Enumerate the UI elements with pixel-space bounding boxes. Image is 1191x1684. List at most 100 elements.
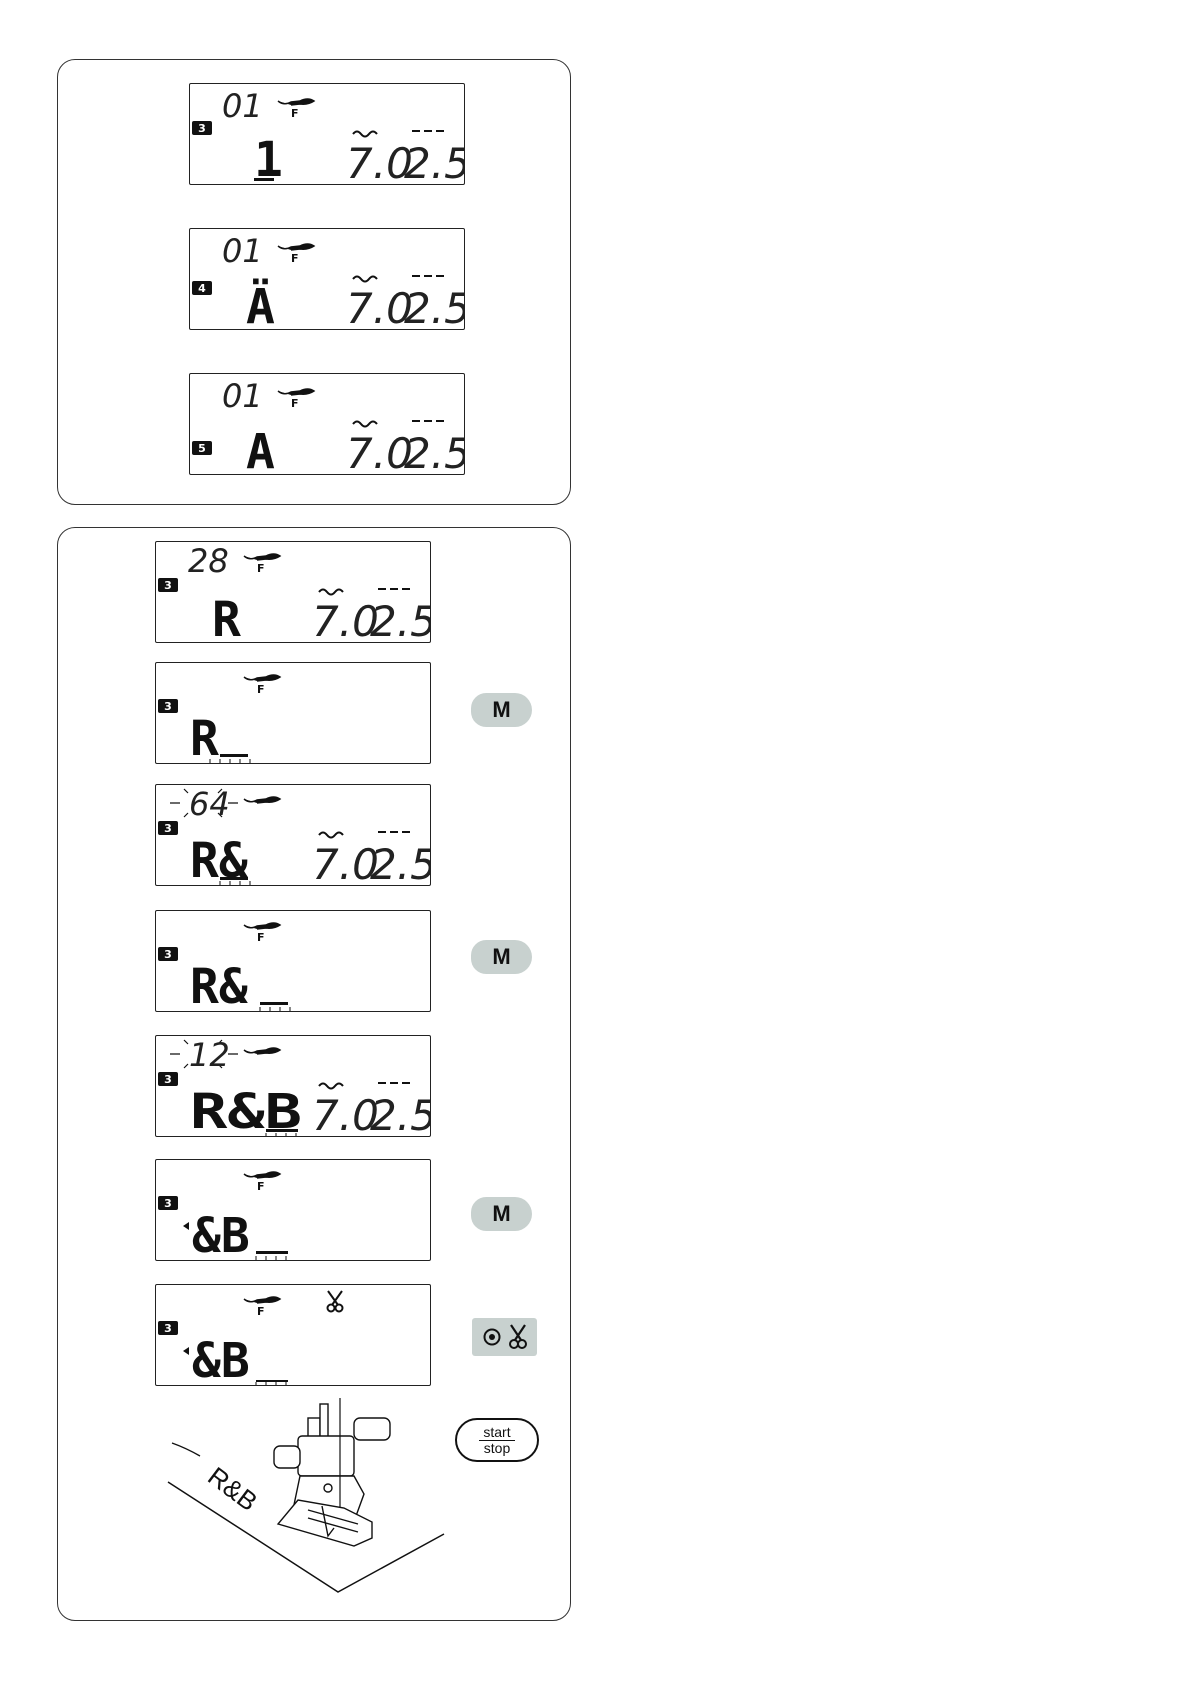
memory-button[interactable]: M — [471, 1197, 532, 1231]
stitch-width-value: 7.0 — [312, 840, 379, 886]
svg-text:F: F — [257, 1305, 265, 1318]
step-badge-icon: 3 — [158, 1196, 178, 1210]
text-display: R — [212, 592, 241, 643]
stitch-width-value: 7.0 — [346, 139, 413, 185]
svg-text:F: F — [291, 252, 299, 265]
svg-text:F: F — [257, 562, 265, 575]
lcd-graphics: F 3 &B — [156, 1285, 431, 1386]
lcd-graphics: F 3 &B — [156, 1160, 431, 1261]
lcd-screen: 01 F 3 1 7.0 2.5 — [189, 83, 465, 185]
step-badge-icon: 3 — [158, 1321, 178, 1335]
presser-foot-icon: F — [244, 675, 280, 696]
stitch-width-icon — [319, 1084, 343, 1089]
start-stop-button[interactable]: start stop — [455, 1418, 539, 1462]
lcd-screen: 01 F 5 A 7.0 2.5 — [189, 373, 465, 475]
cursor-underline — [256, 1380, 288, 1386]
stitch-length-value: 2.5 — [370, 840, 431, 886]
lcd-screen: F 3 R& — [155, 910, 431, 1012]
svg-text:3: 3 — [164, 1073, 172, 1086]
text-display: R& — [190, 959, 248, 1012]
scissors-icon — [328, 1291, 343, 1312]
presser-foot-icon: F — [244, 1172, 280, 1193]
presser-foot-icon: F — [278, 389, 314, 410]
stitch-width-icon — [353, 277, 377, 282]
cursor-underline — [254, 178, 274, 181]
presser-foot-icon: F — [278, 244, 314, 265]
lcd-graphics: 01 F 5 A 7.0 2.5 — [190, 374, 465, 475]
top-panel: 01 F 3 1 7.0 2.5 01 F — [57, 59, 571, 505]
lock-indicator-icon — [482, 1327, 502, 1347]
pattern-number: 12 — [189, 1036, 230, 1074]
lcd-screen: 64 3 R& 7.0 2.5 — [155, 784, 431, 886]
character-display: 1 — [254, 132, 283, 185]
lcd-screen: F 3 R — [155, 662, 431, 764]
step-badge-icon: 3 — [158, 1072, 178, 1086]
svg-text:F: F — [257, 683, 265, 696]
svg-text:3: 3 — [164, 822, 172, 835]
svg-text:3: 3 — [164, 700, 172, 713]
svg-text:3: 3 — [164, 579, 172, 592]
cursor-underline — [256, 1251, 288, 1261]
lcd-screen: F 3 &B — [155, 1284, 431, 1386]
svg-text:3: 3 — [164, 1197, 172, 1210]
auto-thread-cutter-button[interactable] — [472, 1318, 537, 1356]
lcd-graphics: 01 F 3 1 7.0 2.5 — [190, 84, 465, 185]
stitch-width-icon — [319, 590, 343, 595]
svg-text:F: F — [257, 1180, 265, 1193]
lcd-graphics: 01 F 4 Ä 7.0 2.5 — [190, 229, 465, 330]
stitch-width-value: 7.0 — [312, 1091, 379, 1137]
scissors-icon — [508, 1324, 528, 1350]
lcd-screen: 12 3 R&B 7.0 2.5 — [155, 1035, 431, 1137]
memory-button[interactable]: M — [471, 693, 532, 727]
stop-label: stop — [484, 1441, 510, 1456]
svg-text:F: F — [257, 931, 265, 944]
text-display: &B — [192, 1208, 250, 1261]
svg-text:4: 4 — [198, 282, 206, 295]
memory-button[interactable]: M — [471, 940, 532, 974]
pattern-number: 28 — [188, 542, 229, 580]
stitch-width-value: 7.0 — [346, 429, 413, 475]
pattern-number: 01 — [222, 377, 263, 415]
scroll-left-arrow-icon — [183, 1222, 189, 1230]
step-badge-icon: 4 — [192, 281, 212, 295]
step-badge-icon: 5 — [192, 441, 212, 455]
stitch-length-value: 2.5 — [404, 284, 465, 330]
svg-text:3: 3 — [198, 122, 206, 135]
stitch-width-icon — [353, 422, 377, 427]
lcd-graphics: F 3 R& — [156, 911, 431, 1012]
svg-text:5: 5 — [198, 442, 206, 455]
text-display: &B — [192, 1333, 250, 1386]
step-badge-icon: 3 — [192, 121, 212, 135]
stitch-width-icon — [319, 833, 343, 838]
character-display: A — [246, 424, 275, 475]
pattern-number: 64 — [189, 785, 230, 823]
svg-text:F: F — [291, 397, 299, 410]
lcd-screen: F 3 &B — [155, 1159, 431, 1261]
bottom-panel: 28 F 3 R 7.0 2.5 F 3 — [57, 527, 571, 1621]
stitch-width-value: 7.0 — [312, 597, 379, 643]
presser-foot-icon: F — [244, 923, 280, 944]
presser-foot-icon: F — [244, 1297, 280, 1318]
step-badge-icon: 3 — [158, 821, 178, 835]
presser-foot-icon — [274, 1398, 390, 1546]
svg-text:3: 3 — [164, 1322, 172, 1335]
pattern-number: 01 — [222, 232, 263, 270]
character-display: Ä — [246, 278, 275, 330]
lcd-graphics: 64 3 R& 7.0 2.5 — [156, 785, 431, 886]
step-badge-icon: 3 — [158, 578, 178, 592]
lcd-screen: 01 F 4 Ä 7.0 2.5 — [189, 228, 465, 330]
sewing-foot-illustration: R&B — [158, 1396, 458, 1596]
start-label: start — [483, 1425, 510, 1440]
svg-text:3: 3 — [164, 948, 172, 961]
stitch-length-value: 2.5 — [370, 597, 431, 643]
stitch-length-value: 2.5 — [404, 429, 465, 475]
pattern-number: 01 — [222, 87, 263, 125]
stitch-width-icon — [353, 132, 377, 137]
sewn-letters-text: R&B — [202, 1461, 263, 1517]
svg-text:F: F — [291, 107, 299, 120]
scroll-left-arrow-icon — [183, 1347, 189, 1355]
presser-foot-icon: F — [278, 99, 314, 120]
lcd-graphics: F 3 R — [156, 663, 431, 764]
stitch-length-value: 2.5 — [404, 139, 465, 185]
step-badge-icon: 3 — [158, 699, 178, 713]
